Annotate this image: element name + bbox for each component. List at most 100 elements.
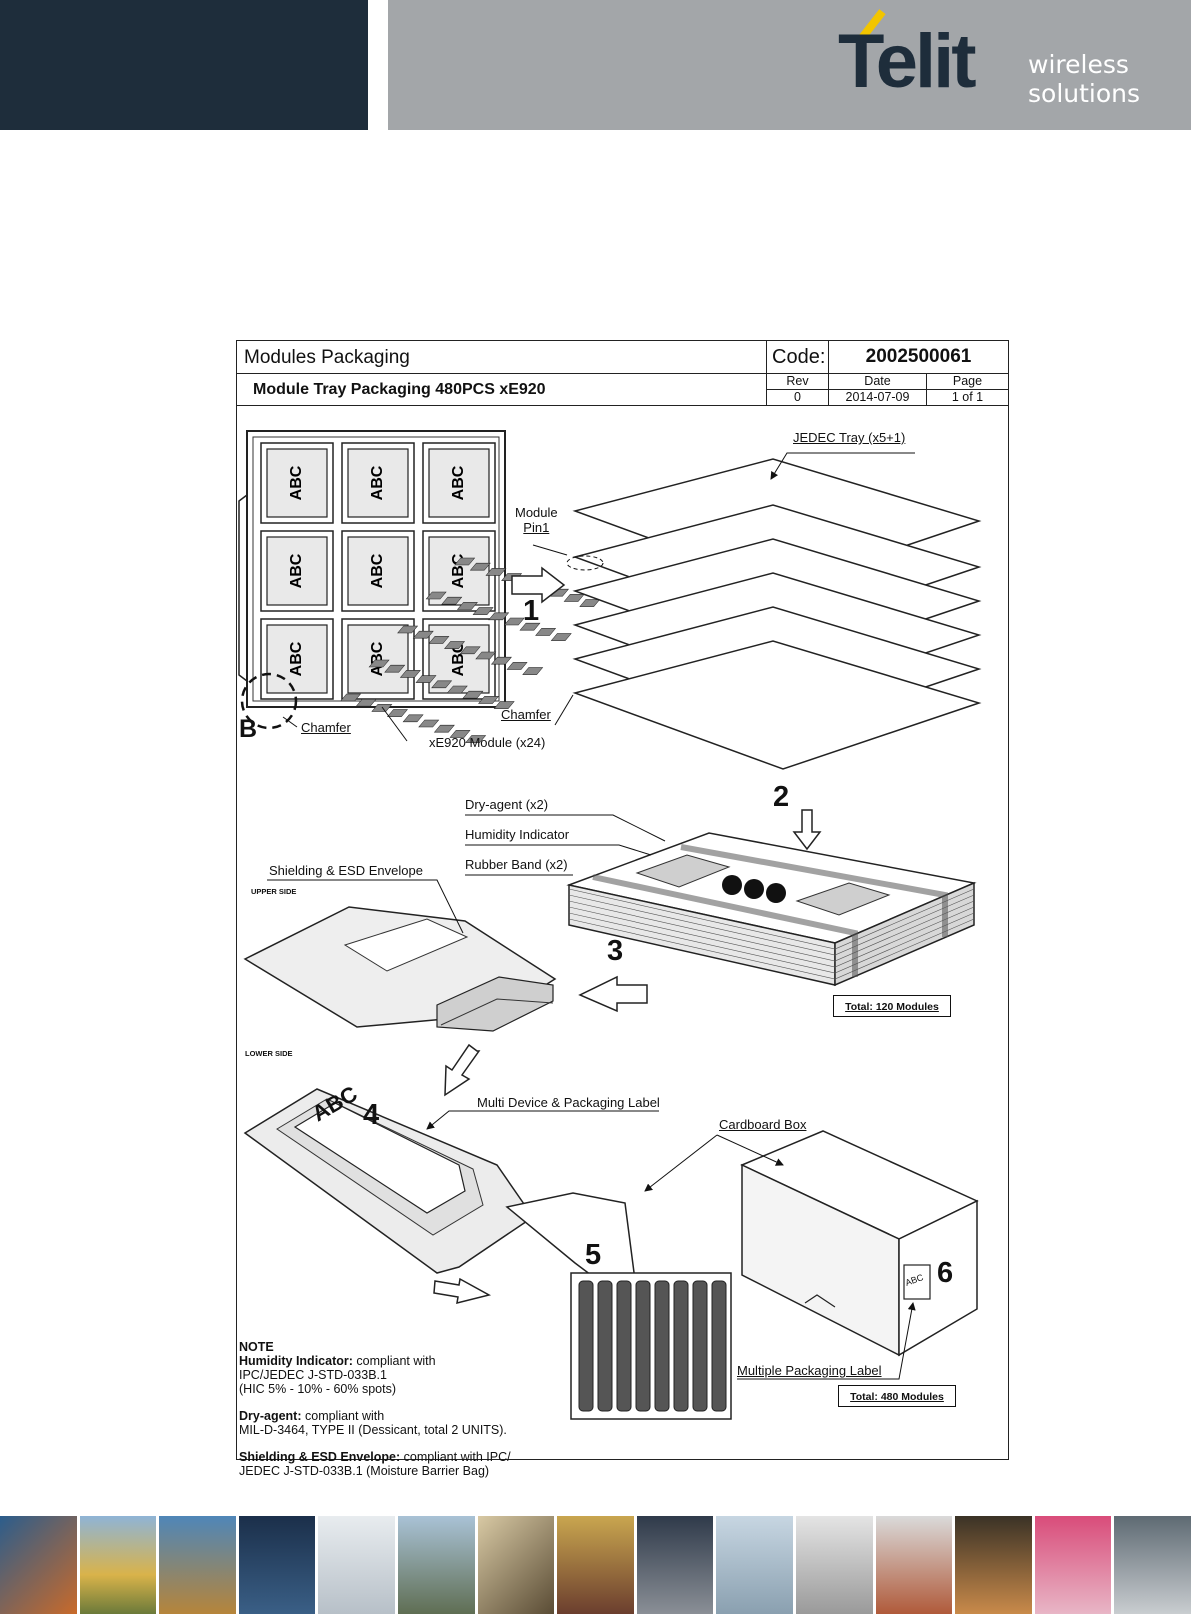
- rev-cell: Rev 0: [767, 374, 829, 405]
- footer-photo: [0, 1516, 80, 1614]
- note-shield-text: compliant with IPC/: [400, 1450, 510, 1464]
- note-humidity-line3: (HIC 5% - 10% - 60% spots): [239, 1382, 396, 1396]
- footer-photo: [478, 1516, 558, 1614]
- note-humidity-line2: IPC/JEDEC J-STD-033B.1: [239, 1368, 387, 1382]
- note-shield-line2: JEDEC J-STD-033B.1 (Moisture Barrier Bag…: [239, 1464, 489, 1478]
- module-marking: ABC: [369, 465, 386, 500]
- step-4-number: 4: [363, 1099, 379, 1132]
- drawing-title: Modules Packaging: [237, 341, 767, 374]
- packed-bag: [579, 1281, 593, 1411]
- total-480-box: Total: 480 Modules: [838, 1385, 956, 1407]
- rev-label: Rev: [767, 374, 828, 390]
- step-5-arrow: [434, 1279, 489, 1303]
- multi-device-label: Multi Device & Packaging Label: [477, 1095, 660, 1110]
- date-cell: Date 2014-07-09: [829, 374, 927, 405]
- note-shield-title: Shielding & ESD Envelope:: [239, 1450, 400, 1464]
- brand-tagline: wireless solutions: [1028, 50, 1140, 108]
- upper-side-label: UPPER SIDE: [251, 887, 296, 896]
- tagline-line-2: solutions: [1028, 79, 1140, 108]
- lower-side-label: LOWER SIDE: [245, 1049, 293, 1058]
- date-label: Date: [829, 374, 926, 390]
- packed-bag: [712, 1281, 726, 1411]
- module-marking: ABC: [369, 641, 386, 676]
- drawing-subtitle: Module Tray Packaging 480PCS xE920: [237, 374, 767, 405]
- module-count-label: xE920 Module (x24): [429, 735, 545, 750]
- step-6-number: 6: [937, 1257, 953, 1290]
- tray-module-row: [536, 628, 556, 635]
- page-value: 1 of 1: [927, 390, 1008, 405]
- step-2-number: 2: [773, 781, 789, 814]
- packed-bag: [655, 1281, 669, 1411]
- note-dry-line2: MIL-D-3464, TYPE II (Dessicant, total 2 …: [239, 1423, 507, 1437]
- packed-bag: [693, 1281, 707, 1411]
- code-value: 2002500061: [829, 341, 1008, 374]
- dry-agent-label: Dry-agent (x2): [465, 797, 548, 812]
- packaging-notes: NOTE Humidity Indicator: compliant with …: [239, 1340, 511, 1491]
- step-5-number: 5: [585, 1239, 601, 1272]
- tray-module-row: [523, 668, 543, 675]
- chamfer-label-left: Chamfer: [301, 720, 351, 735]
- footer-photo: [955, 1516, 1035, 1614]
- step-4-arrow: [445, 1045, 479, 1095]
- date-value: 2014-07-09: [829, 390, 926, 405]
- tagline-line-1: wireless: [1028, 50, 1140, 79]
- code-label: Code:: [767, 341, 829, 374]
- note-humidity: Humidity Indicator: compliant with IPC/J…: [239, 1354, 511, 1396]
- esd-envelope-upper: [245, 907, 555, 1031]
- envelope-label: Shielding & ESD Envelope: [269, 863, 423, 878]
- title-block: Modules Packaging Module Tray Packaging …: [237, 341, 1008, 406]
- page-label: Page: [927, 374, 1008, 390]
- footer-photo: [159, 1516, 239, 1614]
- module-marking: ABC: [369, 553, 386, 588]
- tray-module-row: [419, 720, 439, 727]
- note-humidity-text: compliant with: [353, 1354, 436, 1368]
- module-marking: ABC: [288, 641, 305, 676]
- tray-module-row: [388, 710, 408, 717]
- footer-photo: [796, 1516, 876, 1614]
- total-120-box: Total: 120 Modules: [833, 995, 951, 1017]
- detail-b-label: B: [239, 715, 257, 744]
- tray-module-row: [504, 618, 524, 625]
- header-dark-panel: [0, 0, 368, 130]
- footer-photo: [876, 1516, 956, 1614]
- multiple-packaging-label: Multiple Packaging Label: [737, 1363, 882, 1378]
- footer-photo: [716, 1516, 796, 1614]
- module-marking: ABC: [288, 553, 305, 588]
- footer-photo-strip: [0, 1516, 1191, 1614]
- note-humidity-title: Humidity Indicator:: [239, 1354, 353, 1368]
- packed-bag: [674, 1281, 688, 1411]
- step-2-arrow: [794, 810, 820, 849]
- packed-bag: [636, 1281, 650, 1411]
- rev-value: 0: [767, 390, 828, 405]
- tray-module-row: [564, 594, 584, 601]
- footer-photo: [318, 1516, 398, 1614]
- footer-photo: [80, 1516, 160, 1614]
- note-shielding: Shielding & ESD Envelope: compliant with…: [239, 1450, 511, 1478]
- module-pin1-line1: Module: [515, 505, 558, 520]
- footer-photo: [1035, 1516, 1115, 1614]
- tray-module-row: [507, 662, 527, 669]
- tray-module-row: [580, 600, 600, 607]
- chamfer-label-right: Chamfer: [501, 707, 551, 722]
- step-3-number: 3: [607, 935, 623, 968]
- esd-envelope-lower: [245, 1089, 533, 1273]
- tray-module-row: [434, 725, 454, 732]
- packed-bag: [598, 1281, 612, 1411]
- brand-logo: Telit: [838, 24, 974, 100]
- page-cell: Page 1 of 1: [927, 374, 1008, 405]
- module-pin1-line2: Pin1: [515, 520, 558, 535]
- cardboard-box-label: Cardboard Box: [719, 1117, 806, 1132]
- step-1-number: 1: [523, 595, 539, 628]
- note-heading: NOTE: [239, 1340, 511, 1354]
- footer-photo: [1114, 1516, 1191, 1614]
- step-3-arrow: [580, 977, 647, 1011]
- note-dry-text: compliant with: [302, 1409, 385, 1423]
- footer-photo: [398, 1516, 478, 1614]
- humidity-indicator-label: Humidity Indicator: [465, 827, 569, 842]
- jedec-tray-label: JEDEC Tray (x5+1): [793, 430, 905, 445]
- note-dry-agent: Dry-agent: compliant with MIL-D-3464, TY…: [239, 1409, 511, 1437]
- module-pin1-label: Module Pin1: [515, 505, 558, 535]
- footer-photo: [557, 1516, 637, 1614]
